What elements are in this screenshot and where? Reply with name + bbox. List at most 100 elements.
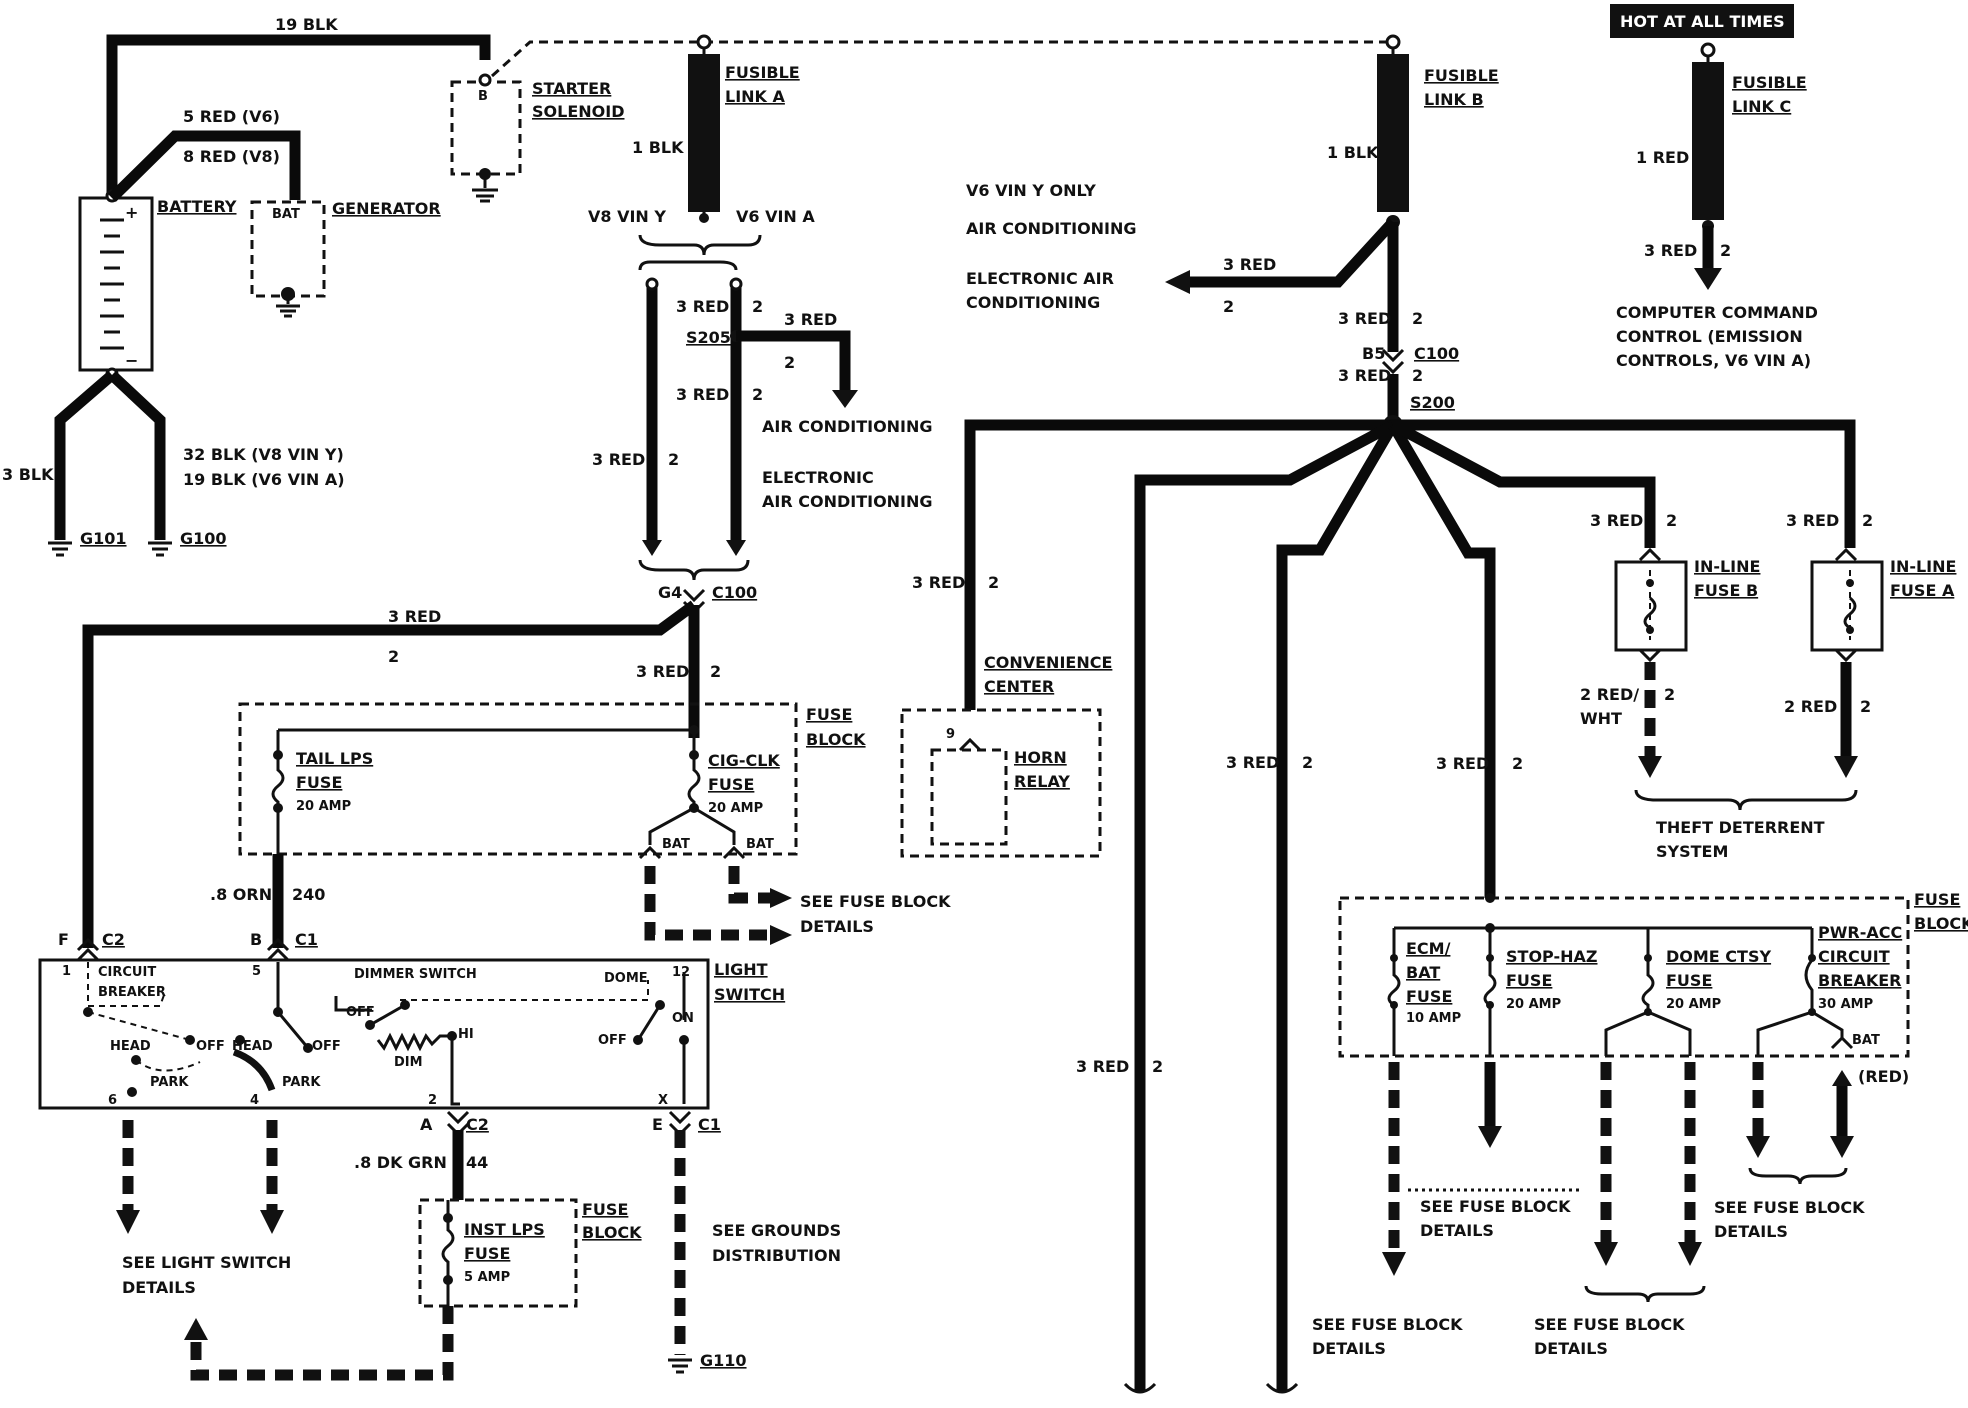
svg-text:F: F (58, 930, 69, 949)
svg-text:2: 2 (1412, 309, 1423, 328)
inline-fuse-a (1810, 560, 1884, 652)
svg-text:IN-LINE: IN-LINE (1890, 557, 1956, 576)
svg-text:BREAKER: BREAKER (1818, 971, 1901, 990)
svg-text:CONTROL (EMISSION: CONTROL (EMISSION (1616, 327, 1803, 346)
svg-text:12: 12 (672, 965, 690, 980)
svg-text:BLOCK: BLOCK (1914, 914, 1968, 933)
svg-text:1: 1 (62, 964, 71, 979)
svg-text:CIRCUIT: CIRCUIT (1818, 947, 1890, 966)
svg-text:3 RED: 3 RED (1338, 366, 1391, 385)
svg-text:SEE LIGHT SWITCH: SEE LIGHT SWITCH (122, 1253, 291, 1272)
fuse-block-box (238, 702, 798, 856)
svg-text:3 RED: 3 RED (1644, 241, 1697, 260)
svg-text:LINK C: LINK C (1732, 97, 1791, 116)
brace (1634, 789, 1858, 811)
wire-s205-ac (736, 330, 851, 395)
svg-text:ECM/: ECM/ (1406, 939, 1451, 958)
svg-text:INST LPS: INST LPS (464, 1220, 545, 1239)
svg-text:OFF: OFF (312, 1039, 341, 1054)
fuse-block-right-box (1338, 896, 1910, 1058)
svg-text:COMPUTER COMMAND: COMPUTER COMMAND (1616, 303, 1818, 322)
svg-text:3 RED: 3 RED (1590, 511, 1643, 530)
wire-m2 (1276, 422, 1398, 1392)
fusible-link-c-section: HOT AT ALL TIMES FUSIBLE LINK C 1 RED 3 … (1610, 4, 1818, 370)
svg-text:ELECTRONIC AIR: ELECTRONIC AIR (966, 269, 1114, 288)
svg-text:X: X (658, 1093, 668, 1108)
svg-text:2: 2 (1152, 1057, 1163, 1076)
brace (1584, 1285, 1706, 1303)
stop-fuse-icon (1483, 928, 1497, 1056)
fusible-link-b (1377, 54, 1409, 212)
svg-text:3 RED: 3 RED (676, 385, 729, 404)
svg-text:2: 2 (710, 662, 721, 681)
svg-text:FUSE: FUSE (708, 775, 754, 794)
svg-text:2: 2 (388, 647, 399, 666)
svg-text:2: 2 (752, 297, 763, 316)
svg-text:3 RED: 3 RED (1786, 511, 1839, 530)
wire-horn (964, 419, 1393, 710)
see-fuse-arrow (644, 866, 770, 941)
svg-text:6: 6 (108, 1093, 117, 1108)
svg-text:PWR-ACC: PWR-ACC (1818, 923, 1902, 942)
svg-text:DETAILS: DETAILS (800, 917, 874, 936)
svg-text:FUSIBLE: FUSIBLE (1732, 73, 1807, 92)
svg-text:SEE FUSE BLOCK: SEE FUSE BLOCK (1714, 1198, 1865, 1217)
svg-text:CENTER: CENTER (984, 677, 1054, 696)
svg-text:PARK: PARK (150, 1075, 189, 1090)
svg-text:GENERATOR: GENERATOR (332, 199, 441, 218)
svg-text:CONVENIENCE: CONVENIENCE (984, 653, 1112, 672)
svg-text:OFF: OFF (598, 1033, 627, 1048)
svg-text:AIR CONDITIONING: AIR CONDITIONING (762, 492, 933, 511)
svg-text:HEAD: HEAD (110, 1039, 151, 1054)
battery-section: 19 BLK B STARTER SOLENOID + − BATTERY 5 … (2, 15, 1393, 557)
svg-text:2 RED/: 2 RED/ (1580, 685, 1639, 704)
svg-text:LINK A: LINK A (725, 87, 786, 106)
svg-text:B: B (478, 89, 488, 104)
svg-text:B: B (250, 930, 262, 949)
svg-text:DETAILS: DETAILS (1312, 1339, 1386, 1358)
convenience-center (900, 708, 1102, 858)
svg-text:SEE FUSE BLOCK: SEE FUSE BLOCK (1312, 1315, 1463, 1334)
svg-text:HOT AT ALL TIMES: HOT AT ALL TIMES (1620, 12, 1785, 31)
fuse-block-left: FUSE BLOCK TAIL LPS FUSE 20 AMP CIG-CLK … (210, 702, 951, 948)
svg-text:AIR CONDITIONING: AIR CONDITIONING (966, 219, 1137, 238)
svg-text:2: 2 (1302, 753, 1313, 772)
svg-text:2: 2 (1412, 366, 1423, 385)
svg-text:DOME: DOME (604, 971, 648, 986)
svg-text:3 BLK: 3 BLK (2, 465, 54, 484)
fusible-link-a (688, 54, 720, 212)
inst-fuse-icon (441, 1200, 455, 1306)
svg-text:1 RED: 1 RED (1636, 148, 1689, 167)
fuse-block-inst (418, 1198, 578, 1308)
svg-text:C1: C1 (698, 1115, 721, 1134)
svg-text:19 BLK (V6 VIN A): 19 BLK (V6 VIN A) (183, 470, 345, 489)
svg-text:BLOCK: BLOCK (582, 1223, 642, 1242)
svg-text:FUSE B: FUSE B (1694, 581, 1758, 600)
svg-text:A: A (420, 1115, 433, 1134)
svg-text:S200: S200 (1410, 393, 1455, 412)
svg-text:9: 9 (946, 727, 955, 742)
svg-text:AIR CONDITIONING: AIR CONDITIONING (762, 417, 933, 436)
svg-text:FUSE: FUSE (1406, 987, 1452, 1006)
svg-text:3 RED: 3 RED (1338, 309, 1391, 328)
svg-text:G100: G100 (180, 529, 227, 548)
svg-text:SYSTEM: SYSTEM (1656, 842, 1728, 861)
svg-text:DIMMER SWITCH: DIMMER SWITCH (354, 967, 477, 982)
svg-text:BLOCK: BLOCK (806, 730, 866, 749)
svg-text:SOLENOID: SOLENOID (532, 102, 624, 121)
svg-text:.8 DK GRN: .8 DK GRN (354, 1153, 447, 1172)
svg-text:C100: C100 (712, 583, 757, 602)
svg-text:CIG-CLK: CIG-CLK (708, 751, 780, 770)
svg-text:2: 2 (752, 385, 763, 404)
svg-text:G110: G110 (700, 1351, 747, 1370)
svg-text:20 AMP: 20 AMP (708, 801, 763, 816)
tail-fuse-icon (271, 730, 285, 854)
brace (1748, 1167, 1848, 1185)
svg-text:ON: ON (672, 1011, 694, 1026)
svg-text:ELECTRONIC: ELECTRONIC (762, 468, 874, 487)
wire-32blk (108, 370, 166, 540)
svg-text:2: 2 (784, 353, 795, 372)
svg-text:THEFT DETERRENT: THEFT DETERRENT (1656, 818, 1825, 837)
svg-text:RELAY: RELAY (1014, 772, 1070, 791)
